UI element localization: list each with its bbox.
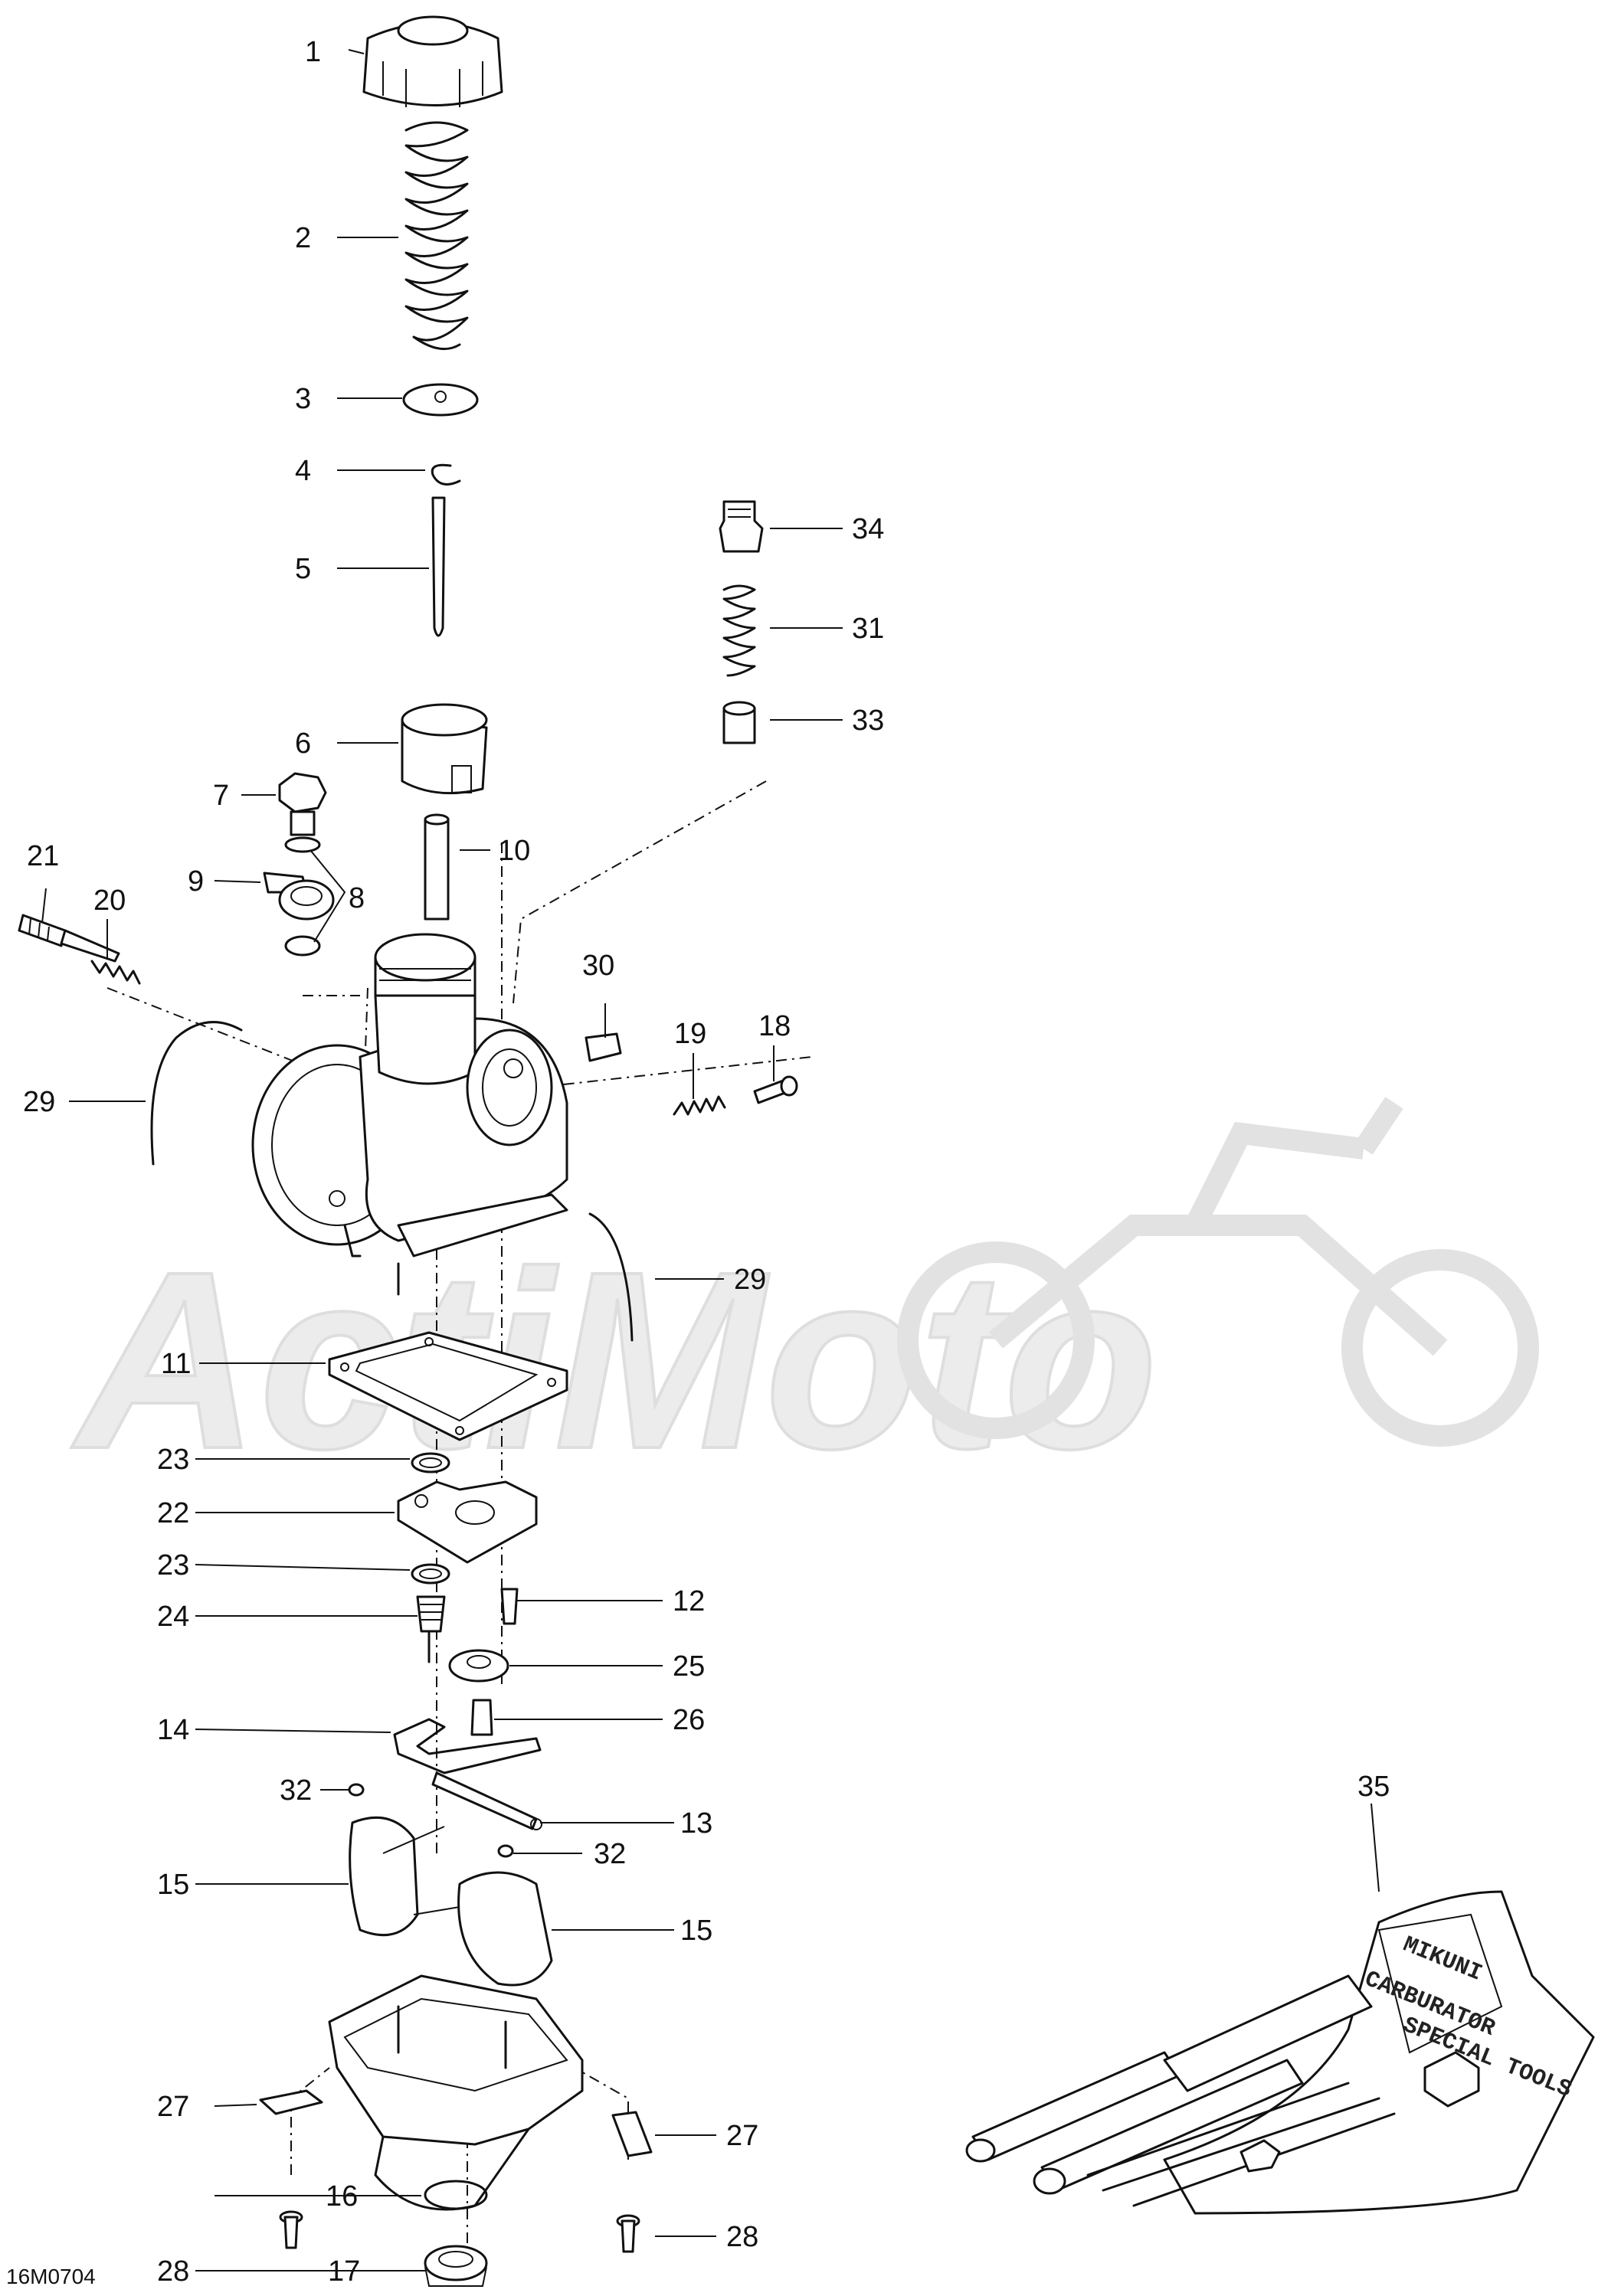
part-6-throttle-valve [401, 703, 488, 795]
callout-35: 35 [1357, 1771, 1390, 1803]
part-34-cable-adjuster [719, 500, 764, 553]
part-22-baffle-plate [397, 1480, 538, 1564]
part-35-tool-kit: MIKUNI CARBURATOR SPECIAL TOOLS [965, 1890, 1595, 2215]
callout-27b: 27 [726, 2120, 758, 2152]
callout-2: 2 [295, 222, 311, 254]
callout-25: 25 [673, 1650, 705, 1683]
part-10-needle-jet [424, 813, 450, 921]
callout-18: 18 [758, 1010, 791, 1042]
diagram-code: 16M0704 [6, 2265, 96, 2288]
part-32-float-caps [348, 1783, 514, 1858]
part-18-throttle-stop-screw [753, 1075, 798, 1104]
callout-33: 33 [852, 705, 884, 737]
part-17-drain-plug [424, 2245, 488, 2287]
callout-32b: 32 [594, 1838, 626, 1870]
callout-1: 1 [305, 36, 321, 68]
callout-26: 26 [673, 1704, 705, 1736]
part-21-air-screw [18, 914, 120, 963]
callout-7: 7 [213, 780, 229, 812]
part-15-floats [349, 1816, 553, 1987]
float-bowl [328, 1974, 584, 2211]
part-2-throttle-valve-spring [404, 121, 469, 351]
carburetor-body [251, 933, 568, 1296]
part-3-needle-retainer-plate [402, 383, 479, 417]
callout-30: 30 [582, 950, 614, 982]
callout-15a: 15 [157, 1869, 189, 1901]
callout-14: 14 [157, 1714, 189, 1746]
callout-11: 11 [161, 1348, 191, 1380]
callout-27a: 27 [157, 2091, 189, 2123]
callout-6: 6 [295, 728, 311, 760]
part-23-o-rings [411, 1452, 450, 1585]
part-30-fitting [585, 1032, 622, 1062]
part-7-banjo-bolt [278, 772, 327, 836]
callout-4: 4 [295, 455, 311, 487]
callout-5: 5 [295, 553, 311, 585]
callout-17: 17 [328, 2255, 360, 2288]
watermark: ActiMoto [67, 1097, 1539, 1503]
part-27-brackets [259, 2089, 653, 2157]
callout-24: 24 [157, 1601, 189, 1633]
callout-20: 20 [93, 885, 126, 917]
callout-28a: 28 [157, 2255, 189, 2288]
callout-10: 10 [498, 835, 530, 867]
callout-23a: 23 [157, 1444, 189, 1476]
part-33-choke-plunger [722, 701, 756, 744]
callout-16: 16 [326, 2180, 358, 2213]
callout-9: 9 [188, 865, 204, 898]
part-14-float-arm [393, 1718, 542, 1774]
callout-29b: 29 [734, 1264, 766, 1296]
part-12-pilot-jet [500, 1588, 519, 1625]
callout-15b: 15 [680, 1915, 712, 1947]
callout-32a: 32 [280, 1774, 312, 1807]
callout-22: 22 [157, 1497, 189, 1529]
part-4-e-clip [431, 463, 461, 486]
part-8-gaskets [284, 836, 321, 957]
callout-3: 3 [295, 383, 311, 415]
callout-13: 13 [680, 1807, 712, 1840]
part-29-vent-hoses [150, 1021, 634, 1342]
part-28-screws [279, 2210, 640, 2253]
watermark-motorcycle-icon [897, 1097, 1539, 1447]
part-5-jet-needle [431, 496, 446, 637]
callout-34: 34 [852, 513, 884, 545]
callout-29a: 29 [23, 1086, 55, 1118]
part-1-mixing-chamber-cap [362, 15, 503, 107]
part-13-float-pin [431, 1771, 542, 1830]
part-9-banjo-fitting [263, 872, 335, 921]
callout-23b: 23 [157, 1549, 189, 1581]
callout-28b: 28 [726, 2221, 758, 2253]
part-24-main-jet [416, 1595, 446, 1663]
callout-19: 19 [674, 1018, 706, 1050]
leader-lines [41, 49, 1380, 2271]
part-25-valve-seat-washer [448, 1649, 509, 1683]
callout-12: 12 [673, 1585, 705, 1617]
callout-labels: 1 2 3 4 5 6 7 8 9 10 11 12 13 14 15 15 1… [23, 36, 1390, 2288]
part-19-throttle-stop-spring [673, 1095, 726, 1116]
part-26-needle-valve [470, 1699, 493, 1736]
callout-31: 31 [852, 613, 884, 645]
part-31-choke-spring [722, 584, 756, 677]
callout-8: 8 [349, 882, 365, 914]
part-11-float-chamber-gasket [328, 1331, 568, 1441]
part-16-drain-plug-o-ring [424, 2180, 488, 2210]
part-20-air-screw-spring [90, 960, 141, 985]
callout-21: 21 [27, 840, 59, 872]
